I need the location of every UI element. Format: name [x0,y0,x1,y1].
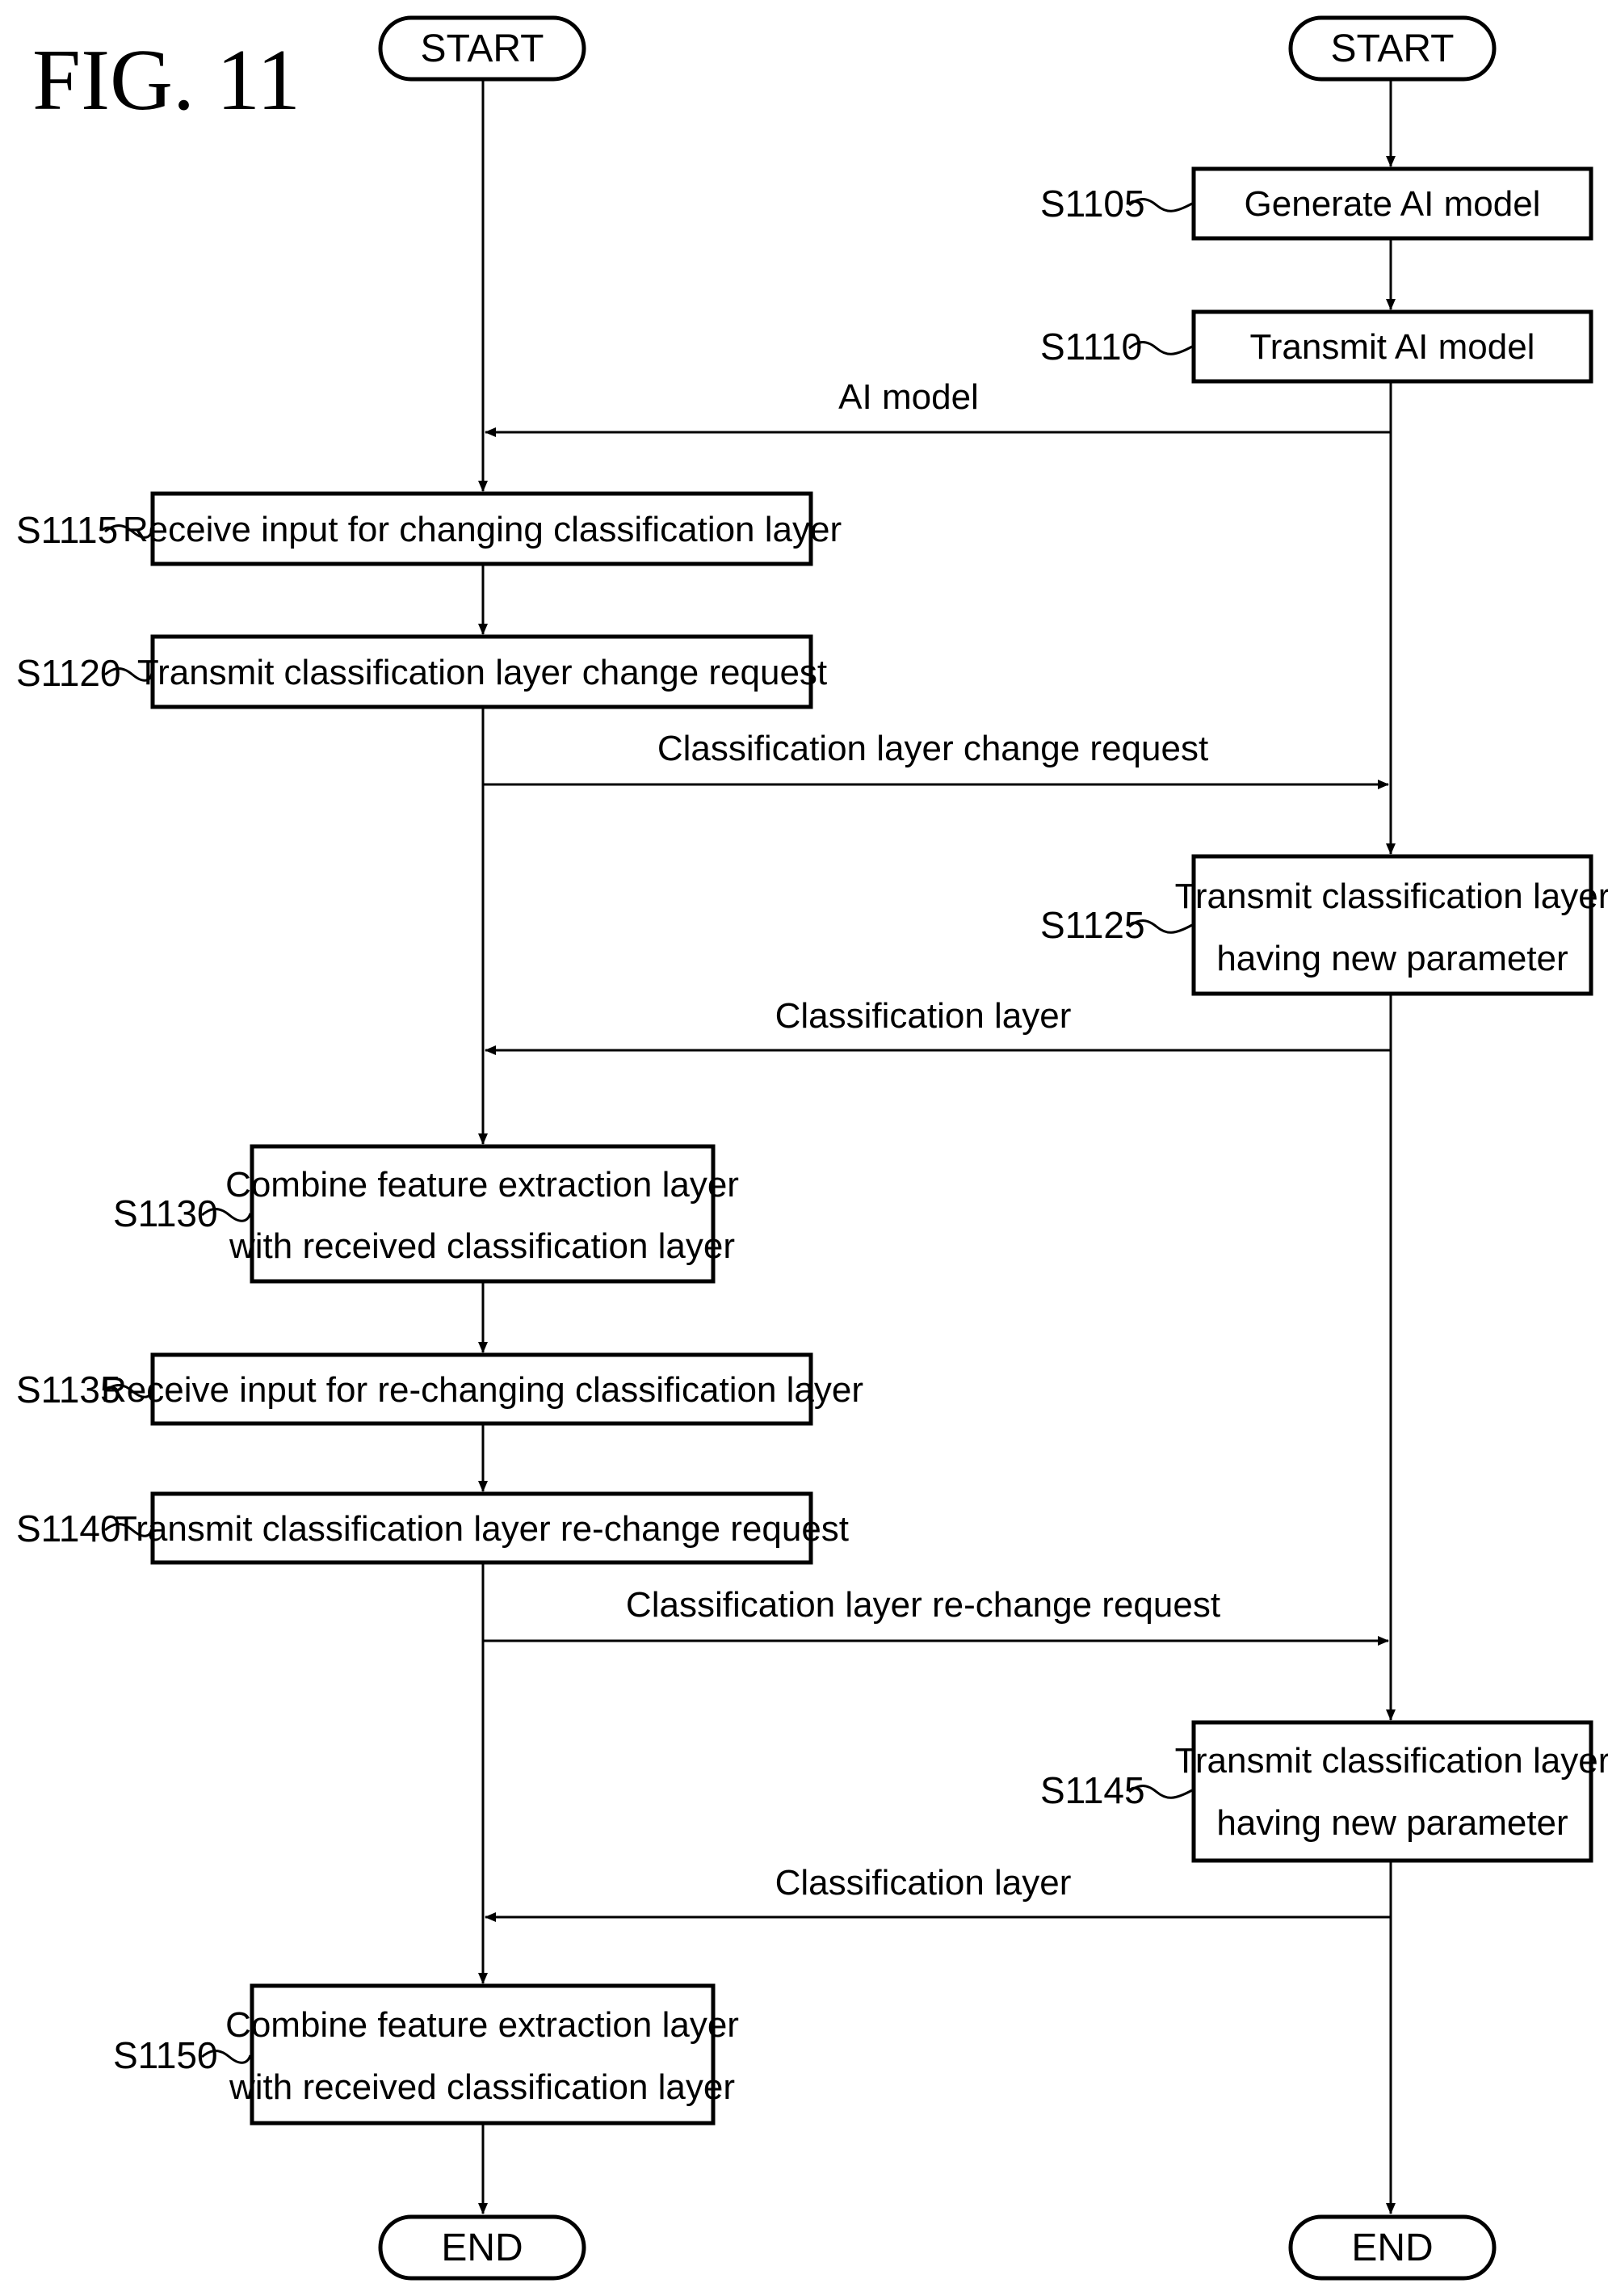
left-end-terminal: END [380,2217,584,2278]
left-start-terminal: START [380,18,584,79]
message-classification-layer-1-label: Classification layer [775,996,1072,1036]
left-start-label: START [421,27,544,70]
step-s1130-text-line1: Combine feature extraction layer [225,1165,739,1205]
step-s1135-text: Receive input for re-changing classifica… [101,1370,863,1410]
ref-s1115-label: S1115 [16,509,118,551]
step-s1120-text: Transmit classification layer change req… [137,653,827,692]
step-s1145: Transmit classification layer having new… [1175,1722,1608,1861]
step-s1150-text-line2: with received classification layer [229,2067,735,2107]
step-s1125: Transmit classification layer having new… [1175,856,1608,994]
message-classification-layer-1: Classification layer [485,996,1391,1050]
step-s1150: Combine feature extraction layer with re… [225,1986,739,2123]
ref-s1110-label: S1110 [1040,326,1142,368]
step-s1110: Transmit AI model [1194,312,1591,381]
ref-s1110: S1110 [1040,326,1192,368]
step-s1135: Receive input for re-changing classifica… [101,1355,863,1423]
message-change-request: Classification layer change request [483,729,1388,784]
step-s1145-text-line1: Transmit classification layer [1175,1741,1608,1781]
step-s1105: Generate AI model [1194,169,1591,238]
right-end-label: END [1351,2227,1433,2269]
figure-title: FIG. 11 [32,32,300,128]
message-rechange-request-label: Classification layer re-change request [626,1585,1220,1625]
message-ai-model: AI model [485,377,1391,432]
ref-s1125: S1125 [1040,904,1192,946]
message-rechange-request: Classification layer re-change request [483,1585,1388,1641]
step-s1125-text-line1: Transmit classification layer [1175,877,1608,916]
message-classification-layer-2: Classification layer [485,1863,1391,1917]
step-s1125-text-line2: having new parameter [1216,939,1568,978]
message-ai-model-label: AI model [838,377,979,417]
step-s1105-text: Generate AI model [1245,184,1541,224]
ref-s1120: S1120 [16,652,152,694]
left-end-label: END [441,2227,523,2269]
step-s1130-text-line2: with received classification layer [229,1226,735,1266]
right-start-label: START [1331,27,1455,70]
step-s1145-text-line2: having new parameter [1216,1803,1568,1843]
right-start-terminal: START [1291,18,1494,79]
message-classification-layer-2-label: Classification layer [775,1863,1072,1903]
right-end-terminal: END [1291,2217,1494,2278]
step-s1115-text: Receive input for changing classificatio… [123,510,842,549]
step-s1150-text-line1: Combine feature extraction layer [225,2005,739,2045]
ref-s1105: S1105 [1040,183,1192,225]
step-s1110-text: Transmit AI model [1250,327,1535,367]
step-s1140: Transmit classification layer re-change … [115,1494,849,1562]
step-s1115: Receive input for changing classificatio… [123,494,842,564]
step-s1130: Combine feature extraction layer with re… [225,1146,739,1281]
step-s1120: Transmit classification layer change req… [137,637,827,707]
step-s1140-text: Transmit classification layer re-change … [115,1509,849,1549]
message-change-request-label: Classification layer change request [657,729,1208,768]
ref-s1145: S1145 [1040,1769,1192,1811]
